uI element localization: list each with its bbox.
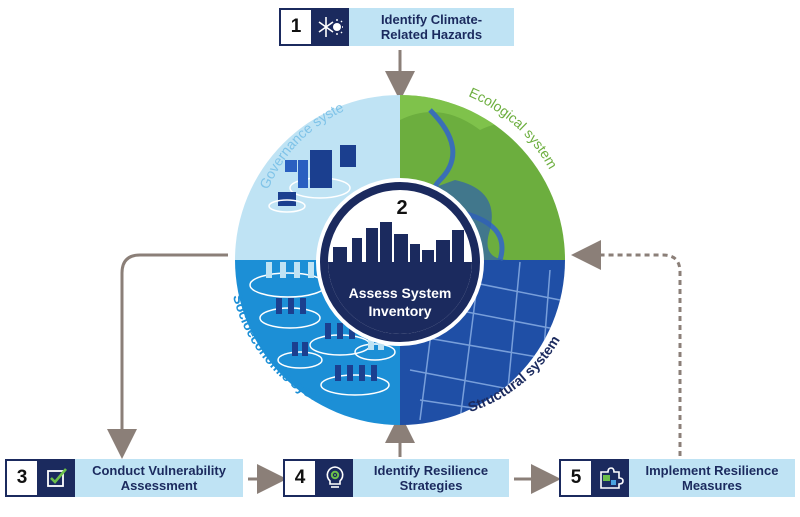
step-4-box: 4 Identify Resilience Strategies — [283, 459, 509, 497]
step-number: 5 — [559, 459, 593, 497]
step-label-line1: Identify Resilience — [373, 463, 489, 478]
checkbox-icon — [39, 459, 75, 497]
step-number: 4 — [283, 459, 317, 497]
step-3-box: 3 Conduct Vulnerability Assessment — [5, 459, 243, 497]
step-number: 1 — [279, 8, 313, 46]
city-skyline-icon — [333, 222, 464, 263]
center-lower-band — [328, 262, 472, 334]
step-label: Conduct Vulnerability Assessment — [75, 459, 243, 497]
step-label-line2: Related Hazards — [380, 27, 483, 42]
step-label-line2: Measures — [682, 478, 742, 493]
center-label-line1: Assess System — [349, 285, 452, 301]
step-number: 3 — [5, 459, 39, 497]
government-buildings — [268, 145, 356, 213]
people-groups — [249, 262, 396, 396]
sun-snowflake-icon — [313, 8, 349, 46]
step-1-box: 1 Identify Climate- Related Hazards — [279, 8, 514, 46]
step-label: Identify Resilience Strategies — [353, 459, 509, 497]
step-label-line1: Identify Climate- — [380, 12, 483, 27]
flow-arrows — [107, 50, 682, 494]
center-label-line2: Inventory — [368, 303, 431, 319]
puzzle-icon — [593, 459, 629, 497]
step-label-line1: Implement Resilience — [645, 463, 779, 478]
step-label: Implement Resilience Measures — [629, 459, 795, 497]
step-label: Identify Climate- Related Hazards — [349, 8, 514, 46]
step-label-line2: Strategies — [399, 478, 463, 493]
step-5-box: 5 Implement Resilience Measures — [559, 459, 795, 497]
step-label-line1: Conduct Vulnerability — [92, 463, 226, 478]
arrow-step5-to-circle-dashed — [571, 240, 682, 456]
arrow-circle-to-step3 — [107, 253, 228, 459]
center-step-number: 2 — [396, 197, 407, 219]
step-label-line2: Assessment — [120, 478, 198, 493]
lightbulb-gear-icon — [317, 459, 353, 497]
